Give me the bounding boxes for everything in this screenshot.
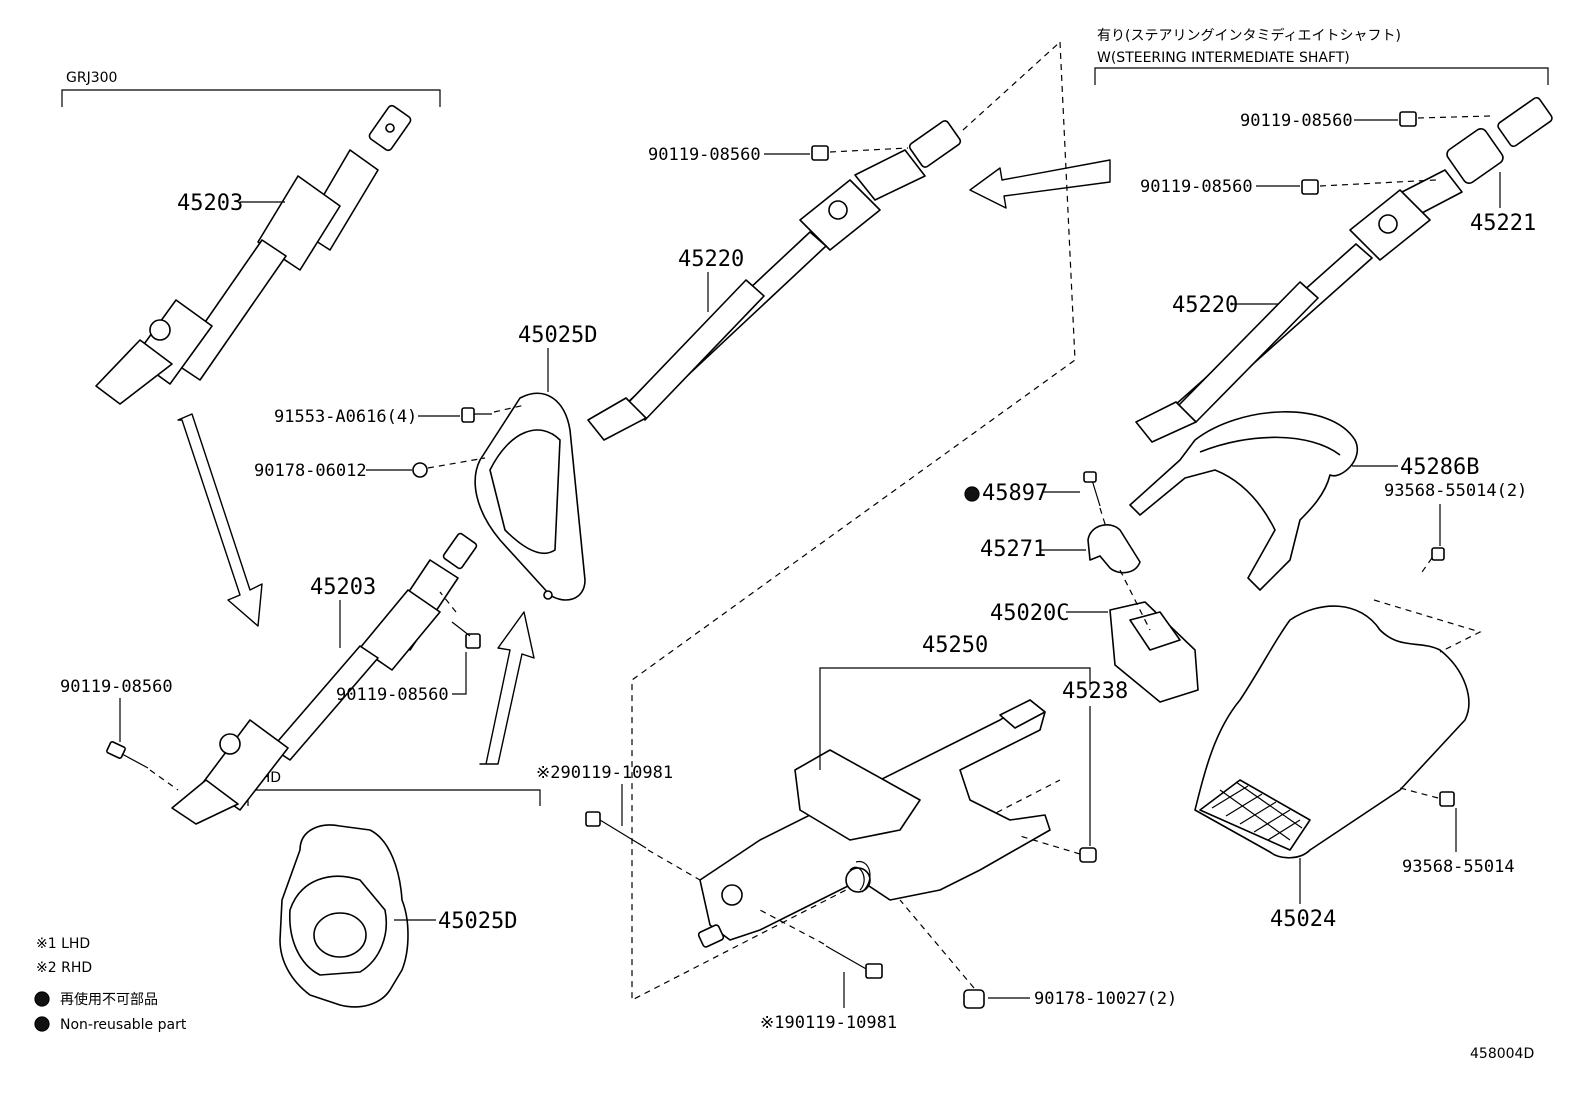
bolt-90119-center: [451, 621, 481, 649]
shaft-45220-middle: [587, 120, 962, 441]
label-90119-right-upper: 90119-08560: [1240, 111, 1353, 131]
bolt-90119-left: [106, 741, 149, 769]
dash-90119-10981-lhd: [759, 909, 825, 945]
bolt-90119-10981-rhd: [585, 811, 647, 849]
lock-45020C: [1109, 601, 1199, 703]
bolt-91553: [461, 407, 492, 423]
dash-90119-center: [439, 591, 457, 613]
label-45025D-rhd: 45025D: [438, 909, 517, 934]
bolt-90119-top-middle: [811, 145, 829, 161]
label-45238: 45238: [1062, 679, 1128, 704]
screw-93568: [1439, 791, 1455, 807]
shaft-45203-upper: [95, 104, 412, 405]
bolt-90119-right-upper: [1399, 111, 1417, 127]
label-45221: 45221: [1470, 211, 1536, 236]
boot-45025D-rhd: [279, 824, 409, 1008]
label-91553: 91553-A0616(4): [274, 407, 417, 427]
dashed-envelope-column: [631, 41, 1076, 1001]
bracket-45250: [819, 667, 1091, 770]
label-45286B: 45286B: [1400, 455, 1479, 480]
label-45024: 45024: [1270, 907, 1336, 932]
clamp-45271: [1087, 524, 1141, 574]
arrow-down-left: [177, 413, 263, 627]
label-93568: 93568-55014: [1402, 857, 1515, 877]
label-93568-2: 93568-55014(2): [1384, 481, 1527, 501]
label-45271: 45271: [980, 537, 1046, 562]
label-90119-top-middle: 90119-08560: [648, 145, 761, 165]
dash-45020C: [1119, 569, 1151, 631]
legend-lhd: ※1 LHD: [36, 936, 90, 952]
dash-90119-left: [149, 769, 179, 791]
shaft-45203-lower: [171, 532, 478, 825]
legend-dot-icon-en: [34, 1016, 50, 1032]
dash-90119-10981-rhd: [647, 849, 701, 881]
label-90119-right-lower: 90119-08560: [1140, 177, 1253, 197]
nut-90178-06012: [412, 462, 428, 478]
diagram-id: 458004D: [1470, 1046, 1534, 1062]
label-90119-10981-rhd: ※290119-10981: [536, 763, 673, 783]
label-45220-right: 45220: [1172, 293, 1238, 318]
bolt-90119-10981-lhd: [825, 945, 883, 979]
label-45220-middle: 45220: [678, 247, 744, 272]
dash-93568: [1399, 787, 1439, 799]
label-45020C: 45020C: [990, 601, 1069, 626]
dash-90178-06012: [427, 457, 486, 469]
legend-dot-icon-jp: [34, 991, 50, 1007]
label-45897: 45897: [982, 481, 1048, 506]
legend-rhd: ※2 RHD: [36, 960, 92, 976]
bolt-90119-right-lower: [1301, 179, 1319, 195]
arrow-up-center: [479, 611, 535, 765]
legend-nonreusable-jp: 再使用不可部品: [60, 991, 158, 1008]
nonreusable-dot-45897: [964, 486, 980, 502]
label-45250: 45250: [922, 633, 988, 658]
dash-90119-right-upper: [1417, 115, 1491, 119]
dash-45024: [1373, 599, 1482, 653]
cover-45024: [1194, 605, 1470, 859]
label-90119-left: 90119-08560: [60, 677, 173, 697]
dash-90119-right-lower: [1319, 179, 1437, 187]
dash-90178-10027: [899, 899, 975, 989]
header-steering-jp: 有り(ステアリングインタミディエイトシャフト): [1097, 27, 1401, 44]
label-45203-lower: 45203: [310, 575, 376, 600]
column-45250: [697, 699, 1051, 948]
header-grj300: GRJ300: [66, 70, 117, 86]
bracket-steering-shaft: [1094, 67, 1549, 85]
leader-90119-center: [452, 652, 467, 695]
bolt-45897: [1083, 471, 1101, 507]
label-45203-upper: 45203: [177, 191, 243, 216]
shaft-45220-right: [1135, 96, 1553, 443]
dash-93568-2: [1421, 557, 1433, 573]
arrow-left-top: [969, 159, 1111, 209]
bracket-rhd: [247, 789, 541, 806]
dashed-top-link: [962, 41, 1061, 131]
label-45025D-upper: 45025D: [518, 323, 597, 348]
bracket-grj300: [61, 89, 441, 107]
dash-91553: [493, 404, 526, 413]
nut-90178-10027: [963, 989, 985, 1009]
legend-nonreusable-en: Non-reusable part: [60, 1017, 187, 1033]
label-90178-06012: 90178-06012: [254, 461, 367, 481]
screw-93568-2: [1431, 547, 1445, 561]
cover-45286B: [1129, 411, 1358, 591]
label-90178-10027: 90178-10027(2): [1034, 989, 1177, 1009]
clip-45238: [1079, 847, 1097, 863]
dash-90119-top-middle: [829, 147, 909, 153]
label-90119-10981-lhd: ※190119-10981: [760, 1013, 897, 1033]
label-90119-center: 90119-08560: [336, 685, 449, 705]
header-steering-en: W(STEERING INTERMEDIATE SHAFT): [1097, 50, 1350, 66]
boot-45025D-upper: [474, 392, 586, 601]
